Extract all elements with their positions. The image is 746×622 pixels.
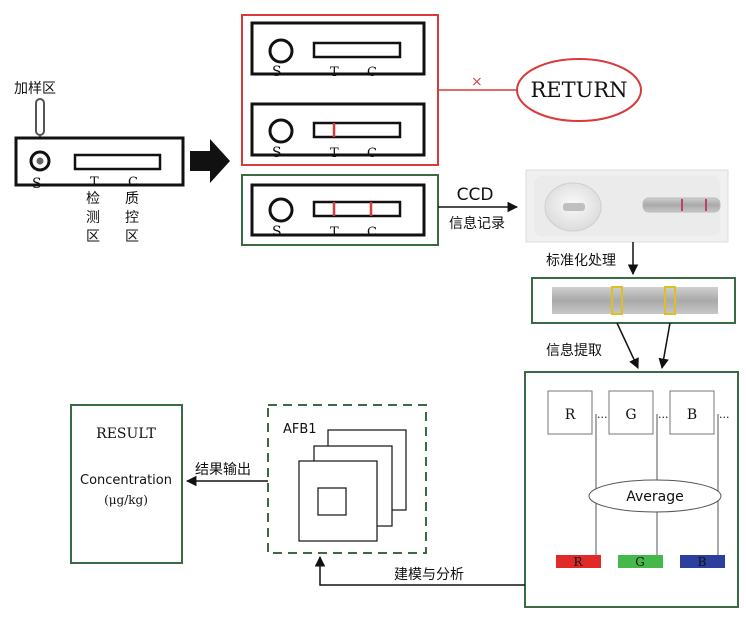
svg-text:T: T xyxy=(330,225,339,240)
result-window xyxy=(73,153,162,171)
svg-text:C: C xyxy=(367,65,377,80)
average-ellipse xyxy=(588,479,722,513)
svg-text:G: G xyxy=(635,555,645,569)
ellipsis-g: ... xyxy=(658,408,669,421)
svg-text:质: 质 xyxy=(125,191,139,207)
big-arrow-icon xyxy=(190,139,230,183)
average-label: Average xyxy=(626,489,684,505)
rgb-bar-b: B xyxy=(680,555,725,569)
strip-label-t: T xyxy=(90,175,99,190)
extract-arrow-2 xyxy=(658,322,671,370)
ellipsis-b: ... xyxy=(719,408,730,421)
sample-zone-label: 加样区 xyxy=(14,81,56,97)
standardize-label: 标准化处理 xyxy=(546,253,616,269)
svg-text:B: B xyxy=(687,407,697,423)
rgb-box-r: R xyxy=(547,390,593,435)
rgb-bar-r: R xyxy=(556,555,601,569)
result-box xyxy=(70,404,183,564)
model-layers-icon xyxy=(298,429,407,542)
output-label: 结果输出 xyxy=(195,462,251,478)
svg-text:S: S xyxy=(272,224,282,240)
result-title: RESULT xyxy=(96,426,156,442)
cassette-valid: S T C xyxy=(250,183,426,240)
roi-control xyxy=(664,286,676,315)
svg-text:C: C xyxy=(367,225,377,240)
svg-text:S: S xyxy=(272,64,282,80)
svg-text:R: R xyxy=(565,407,576,423)
afb1-label: AFB1 xyxy=(283,422,317,437)
cassette-invalid-1: S T C xyxy=(250,21,426,80)
modeling-label: 建模与分析 xyxy=(394,567,464,583)
return-label: RETURN xyxy=(530,78,627,102)
strip-label-s: S xyxy=(32,176,42,192)
ellipsis-r: ... xyxy=(597,408,608,421)
invalid-x-mark: × xyxy=(471,74,483,90)
test-cassette-main: S T C xyxy=(14,136,185,192)
roi-test xyxy=(611,286,623,315)
svg-text:区: 区 xyxy=(125,229,139,245)
svg-text:区: 区 xyxy=(86,229,100,245)
svg-text:T: T xyxy=(330,146,339,161)
valid-result-frame xyxy=(241,174,439,246)
ccd-label: CCD xyxy=(457,185,494,205)
svg-text:T: T xyxy=(330,65,339,80)
svg-text:G: G xyxy=(625,407,636,423)
svg-text:控: 控 xyxy=(125,210,139,226)
cassette-invalid-2: S T C xyxy=(250,102,426,161)
svg-text:C: C xyxy=(367,146,377,161)
info-record-label: 信息记录 xyxy=(449,215,505,232)
svg-text:检: 检 xyxy=(86,191,100,207)
control-zone-label: 质 控 区 xyxy=(125,191,139,245)
modeling-arrow xyxy=(314,555,525,586)
svg-text:B: B xyxy=(698,555,707,569)
rgb-box-b: B xyxy=(669,390,715,435)
ccd-photo xyxy=(525,169,729,243)
result-concentration: Concentration xyxy=(80,473,172,488)
detect-zone-label: 检 测 区 xyxy=(86,191,100,245)
standardized-strip xyxy=(552,287,718,314)
extract-arrow-1 xyxy=(616,322,639,369)
svg-text:S: S xyxy=(272,145,282,161)
return-ellipse xyxy=(516,58,642,122)
extract-label: 信息提取 xyxy=(546,342,602,359)
afb1-model-frame xyxy=(267,404,427,554)
result-unit: (μg/kg) xyxy=(104,493,148,507)
svg-text:R: R xyxy=(573,555,583,569)
rgb-bar-g: G xyxy=(618,555,663,569)
rgb-box-g: G xyxy=(608,390,654,435)
svg-text:测: 测 xyxy=(86,210,100,226)
strip-label-c: C xyxy=(128,175,138,190)
